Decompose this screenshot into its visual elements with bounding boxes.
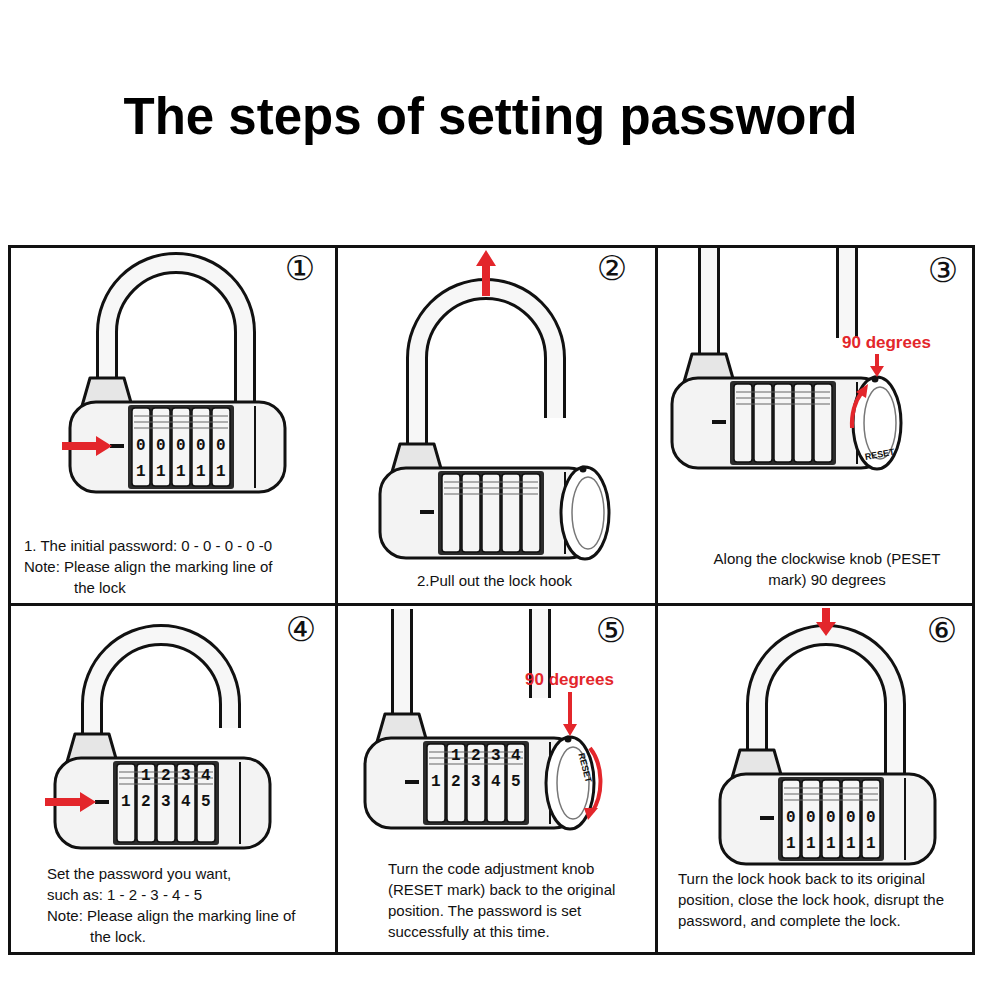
dial-digits: 1234 (451, 747, 531, 765)
step-instruction: 1. The initial password: 0 - 0 - 0 - 0 -… (24, 535, 339, 556)
step-instruction: Turn the code adjustment knob (RESET mar… (388, 858, 643, 942)
open-lock (55, 635, 270, 848)
closed-lock (70, 263, 285, 492)
step-panel: ⑥ Turn the lock hook back to its original… (655, 603, 975, 955)
dial-digits: 1234 (141, 767, 221, 785)
shackle (92, 635, 230, 742)
step-panel: ② 2.Pull out the lock hook (335, 245, 658, 606)
shackle-outline (417, 289, 555, 452)
lock-body (70, 378, 285, 492)
shackle-outline (107, 263, 245, 404)
shackle-outline (92, 635, 230, 742)
open-lock (380, 289, 609, 559)
red-arrow (816, 608, 836, 636)
red-arrow (45, 792, 96, 812)
shackle (417, 289, 555, 452)
red-arrow (62, 436, 112, 456)
shackle (709, 248, 847, 362)
page-title: The steps of setting password (0, 87, 981, 147)
angle-callout: 90 degrees (525, 670, 614, 690)
red-arrow (476, 250, 496, 296)
rotate-arrow (852, 392, 862, 428)
step-number: ④ (281, 609, 321, 649)
reset-knob (853, 376, 901, 470)
red-arrow (870, 354, 884, 377)
step-note: Note: Please align the marking line of t… (24, 556, 284, 598)
step-panel: ① 1. The initial password: 0 - 0 - 0 - 0 … (8, 245, 338, 606)
step-instruction: Along the clockwise knob (PESET mark) 90… (707, 548, 947, 590)
step-number: ⑥ (922, 610, 962, 650)
step-number: ③ (923, 250, 963, 290)
dial-digits: 00000 (136, 437, 236, 455)
shackle-outline (709, 248, 847, 362)
rotate-arrowhead (856, 384, 868, 398)
shackle (402, 609, 540, 722)
dial-digits: 00000 (786, 809, 886, 827)
step-instruction: Turn the lock hook back to its original … (678, 868, 963, 931)
lock-body (720, 750, 935, 864)
open-lock (365, 609, 594, 829)
shackle-outline (402, 609, 540, 722)
rotate-arrowhead (584, 808, 598, 820)
closed-lock (720, 635, 935, 864)
dial-digits: 11111 (136, 463, 236, 481)
reset-knob (561, 466, 609, 560)
red-arrow (563, 692, 577, 736)
shackle-outline (757, 635, 895, 776)
step-number: ② (592, 248, 632, 288)
step-number: ① (280, 248, 320, 288)
lock-body (672, 354, 887, 468)
open-lock (672, 248, 901, 469)
dial-digits: 11111 (786, 835, 886, 853)
step-instruction: Set the password you want, such as: 1 - … (47, 863, 262, 905)
shackle (757, 635, 895, 776)
step-note: Note: Please align the marking line of t… (47, 905, 312, 947)
step-instruction: 2.Pull out the lock hook (417, 570, 647, 591)
lock-body (55, 734, 270, 848)
shackle (107, 263, 245, 404)
step-panel: ③ Along the clockwise knob (PESET mark) 9… (655, 245, 975, 606)
dial-digits: 12345 (121, 793, 221, 811)
step-number: ⑤ (591, 610, 631, 650)
dial-digits: 12345 (431, 773, 531, 791)
angle-callout: 90 degrees (842, 333, 931, 353)
